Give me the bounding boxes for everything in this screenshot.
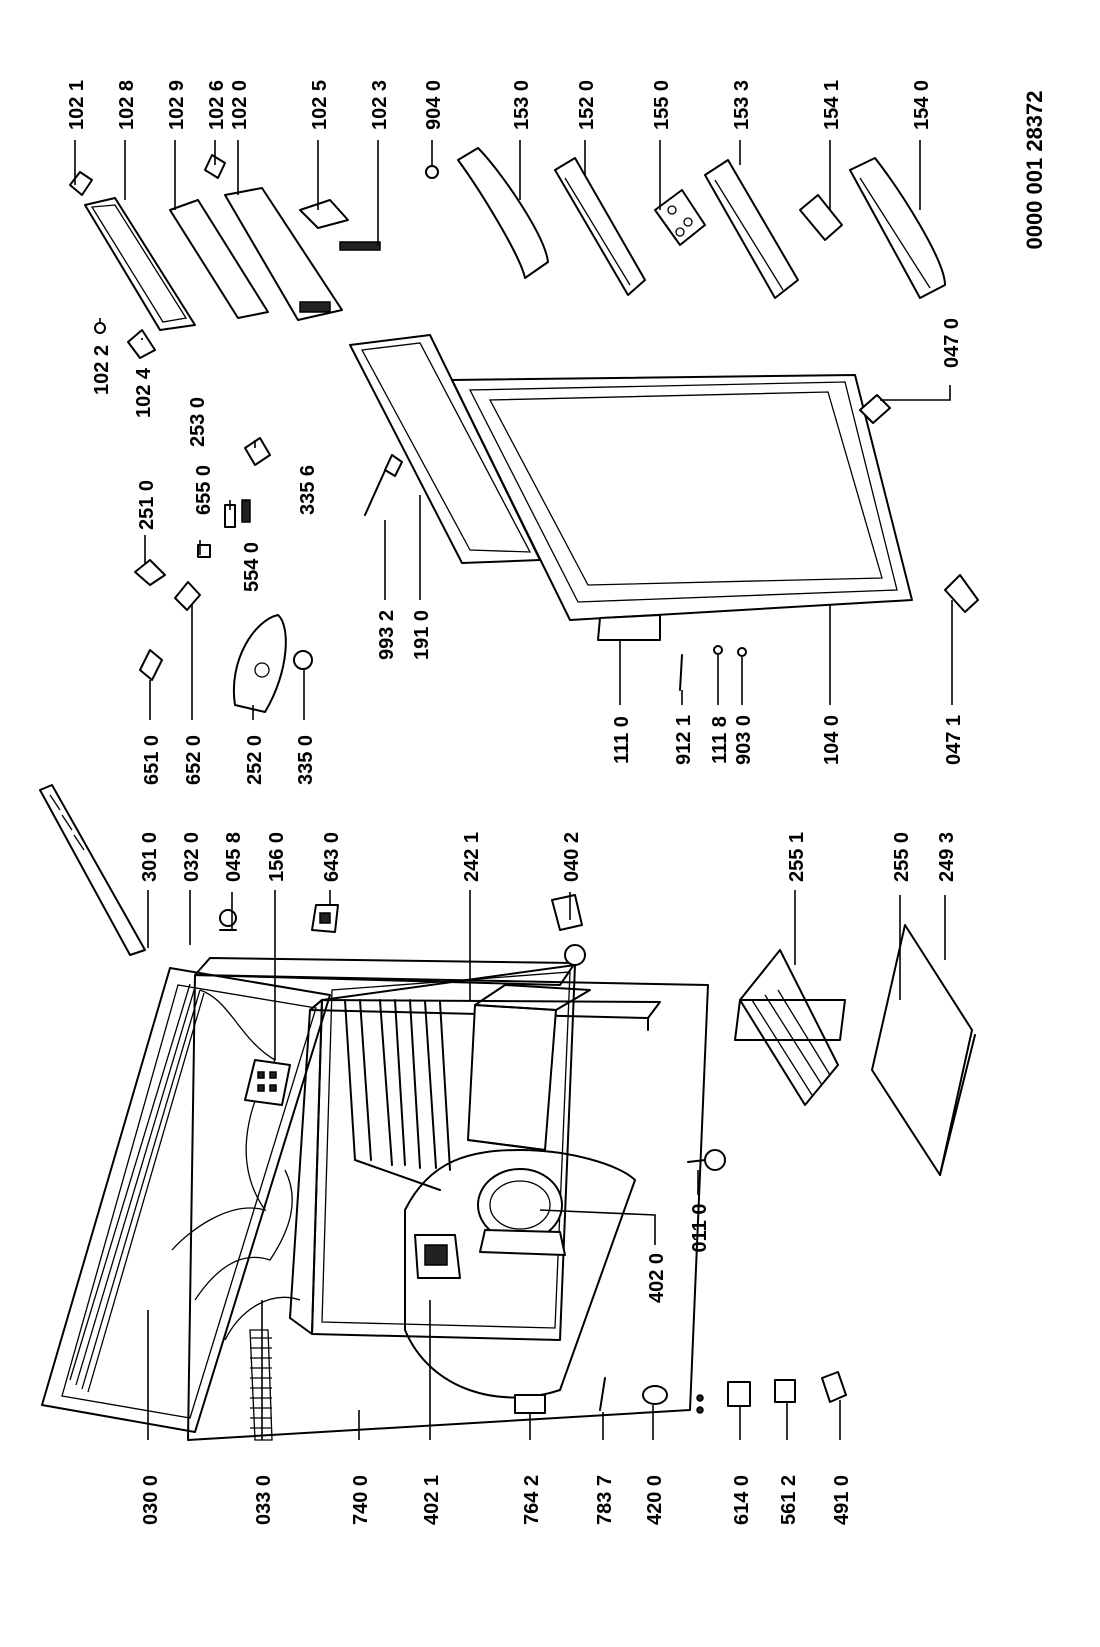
- label-045-8: 045 8: [223, 832, 245, 882]
- label-102-4: 102 4: [133, 367, 155, 418]
- label-554-0: 554 0: [241, 542, 263, 592]
- cabinet-body: [41, 957, 709, 1441]
- label-047-0: 047 0: [941, 318, 963, 368]
- label-904-0: 904 0: [423, 80, 445, 130]
- label-154-1: 154 1: [821, 80, 843, 130]
- label-153-0: 153 0: [511, 80, 533, 130]
- document-number: 0000 001 28372: [1022, 90, 1047, 249]
- shelf-255-0: [871, 924, 976, 1176]
- label-102-3: 102 3: [369, 80, 391, 130]
- label-561-2: 561 2: [778, 1475, 800, 1525]
- label-491-0: 491 0: [831, 1475, 853, 1525]
- label-253-0: 253 0: [187, 397, 209, 447]
- label-614-0: 614 0: [731, 1475, 753, 1525]
- compressor-bracket: [414, 1234, 461, 1279]
- label-242-1: 242 1: [461, 832, 483, 882]
- label-740-0: 740 0: [350, 1475, 372, 1525]
- label-655-0: 655 0: [193, 465, 215, 515]
- label-783-7: 783 7: [594, 1475, 616, 1525]
- label-153-3: 153 3: [731, 80, 753, 130]
- leader-lines: [74, 140, 953, 1440]
- part-labels: 030 0 033 0 740 0 402 1 764 2 783 7 420 …: [66, 80, 965, 1525]
- label-102-5: 102 5: [309, 80, 331, 130]
- label-252-0: 252 0: [244, 735, 266, 785]
- door-gasket: [349, 334, 541, 564]
- label-102-8: 102 8: [116, 80, 138, 130]
- flap-small-parts: [69, 154, 226, 359]
- top-trim-strip: [39, 784, 146, 956]
- label-156-0: 156 0: [266, 832, 288, 882]
- electrical-parts: [514, 1371, 847, 1414]
- label-102-2: 102 2: [91, 345, 113, 395]
- label-335-6: 335 6: [297, 465, 319, 515]
- label-152-0: 152 0: [576, 80, 598, 130]
- label-111-0: 111 0: [611, 716, 633, 764]
- label-420-0: 420 0: [644, 1475, 666, 1525]
- label-643-0: 643 0: [321, 832, 343, 882]
- label-651-0: 651 0: [141, 735, 163, 785]
- freezer-flap-assembly: [84, 187, 381, 331]
- label-011-0: 011 0: [689, 1204, 711, 1253]
- label-191-0: 191 0: [411, 610, 433, 660]
- door: [451, 374, 913, 641]
- label-652-0: 652 0: [183, 735, 205, 785]
- label-033-0: 033 0: [253, 1475, 275, 1525]
- compressor: [477, 1168, 566, 1256]
- door-hardware: [679, 645, 747, 691]
- glass-shelf-255-1: [734, 949, 846, 1106]
- label-402-1: 402 1: [421, 1475, 443, 1525]
- label-154-0: 154 0: [911, 80, 933, 130]
- label-251-0: 251 0: [136, 480, 158, 530]
- door-balconies: [425, 147, 946, 299]
- label-301-0: 301 0: [139, 832, 161, 882]
- label-912-1: 912 1: [673, 715, 695, 765]
- label-111-8: 111 8: [709, 716, 731, 764]
- label-102-0: 102 0: [229, 80, 251, 130]
- label-255-0: 255 0: [891, 832, 913, 882]
- label-030-0: 030 0: [140, 1475, 162, 1525]
- cabinet-small-parts: [219, 894, 726, 1171]
- label-903-0: 903 0: [733, 715, 755, 765]
- label-102-1: 102 1: [66, 80, 88, 130]
- hinge-part-047-0: [859, 394, 891, 424]
- label-155-0: 155 0: [651, 80, 673, 130]
- label-335-0: 335 0: [295, 735, 317, 785]
- label-040-2: 040 2: [561, 832, 583, 882]
- label-764-2: 764 2: [521, 1475, 543, 1525]
- label-032-0: 032 0: [181, 832, 203, 882]
- label-102-9: 102 9: [166, 80, 188, 130]
- label-255-1: 255 1: [786, 832, 808, 882]
- label-047-1: 047 1: [943, 715, 965, 765]
- label-993-2: 993 2: [376, 610, 398, 660]
- label-104-0: 104 0: [821, 715, 843, 765]
- hinge-part-047-1: [944, 574, 979, 613]
- label-249-3: 249 3: [936, 832, 958, 882]
- control-parts: [134, 437, 313, 713]
- label-102-6: 102 6: [206, 80, 228, 130]
- label-402-0: 402 0: [646, 1253, 668, 1303]
- door-lever: [364, 454, 403, 516]
